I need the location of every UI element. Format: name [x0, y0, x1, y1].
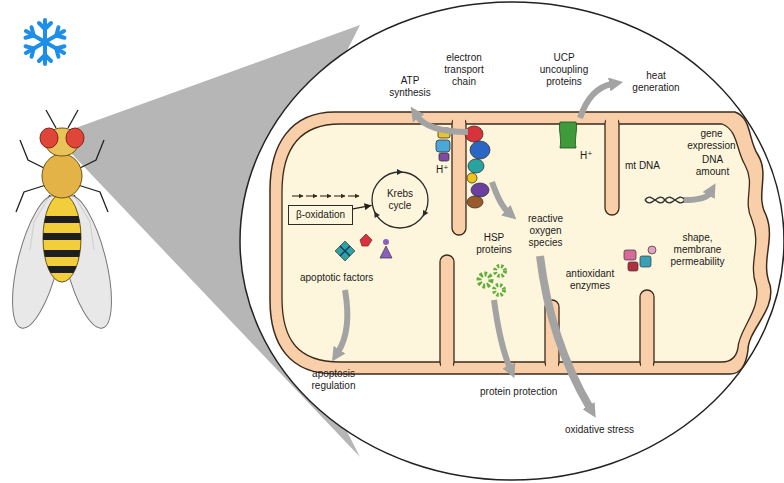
etc-protein [470, 141, 490, 159]
fly-eye [66, 128, 84, 148]
cycle-circle: Krebs cycle [371, 171, 429, 229]
cycle-ring [372, 172, 428, 228]
annotation-label: reactive oxygen species [518, 213, 573, 249]
fly-antenna [46, 110, 56, 128]
abdomen-stripe [40, 216, 84, 223]
enzyme-icon [648, 246, 656, 254]
etc-protein [439, 153, 449, 161]
node-text: Krebs cycle [376, 188, 424, 212]
cycle-arrowhead [372, 210, 380, 218]
inner-membrane [282, 124, 757, 362]
abdomen-stripe [40, 266, 84, 273]
annotation-label: protein protection [480, 386, 557, 398]
crista-joint [606, 114, 618, 126]
annotation-label: shape, membrane permeability [660, 232, 735, 268]
zoom-ellipse [240, 2, 784, 480]
annotation-label: UCP uncoupling proteins [533, 52, 595, 88]
process-arrow [580, 84, 612, 118]
enzyme-icon [640, 256, 651, 267]
flow-arrow [353, 205, 372, 208]
cycle-arrowhead [420, 210, 428, 218]
apoptotic-icons [335, 234, 392, 261]
annotation-label: antioxidant enzymes [560, 268, 620, 292]
annotation-label: ATP synthesis [380, 75, 440, 99]
node-text: β-oxidation [295, 209, 346, 221]
annotation-label: apoptosis regulation [306, 368, 361, 392]
factor-icon [360, 234, 372, 246]
process-arrow [338, 290, 347, 352]
ucp-protein [559, 122, 576, 148]
outer-membrane [270, 112, 771, 374]
process-box: β-oxidation [288, 205, 353, 225]
abdomen-stripe [40, 233, 84, 240]
enzyme-icon [624, 250, 636, 260]
cycle-arrowhead [397, 169, 403, 175]
process-arrow [417, 116, 468, 132]
crista-joint [546, 361, 558, 374]
snowflake-icon [23, 20, 67, 64]
gear-icon [479, 274, 491, 286]
process-arrow [494, 300, 510, 368]
crista-joint [441, 361, 453, 374]
annotation-label: H⁺ [580, 150, 593, 162]
factor-icon [340, 246, 350, 256]
etc-protein [471, 183, 489, 197]
crista-joint [453, 114, 465, 126]
fly-thorax [42, 154, 82, 198]
crista [605, 117, 619, 215]
crista [440, 255, 454, 369]
annotation-label: HSP proteins [470, 232, 518, 256]
annotation-label: H⁺ [436, 164, 449, 176]
fly-antenna [68, 110, 78, 128]
spiral-arrows [292, 195, 359, 196]
etc-protein [468, 159, 484, 173]
fly-eye [40, 128, 58, 148]
process-arrow [684, 193, 710, 200]
factor-icon [383, 239, 389, 245]
annotation-label: mt DNA [625, 160, 660, 172]
annotation-label: heat generation [628, 70, 684, 94]
annotation-label: DNA amount [690, 154, 735, 178]
antioxidant-icons [624, 246, 656, 271]
gear-icon [495, 266, 505, 276]
fly-illustration [2, 110, 122, 333]
annotation-label: electron transport chain [438, 52, 490, 88]
factor-icon [380, 246, 392, 258]
enzyme-icon [628, 262, 638, 271]
hsp-gears [479, 266, 505, 295]
dna-squiggle [645, 197, 685, 203]
annotation-label: oxidative stress [565, 424, 634, 436]
abdomen-stripe [40, 250, 84, 257]
process-arrows [338, 84, 710, 408]
crista [640, 290, 654, 369]
etc-complexes [436, 126, 490, 208]
annotation-label: apoptotic factors [300, 272, 373, 284]
gear-icon [494, 285, 504, 295]
crista-joint [641, 361, 653, 374]
etc-protein [436, 140, 450, 152]
factor-icon [335, 241, 355, 261]
process-arrow [492, 182, 508, 212]
etc-protein [467, 196, 483, 208]
annotation-label: gene expression [684, 128, 739, 152]
etc-protein [467, 173, 477, 183]
